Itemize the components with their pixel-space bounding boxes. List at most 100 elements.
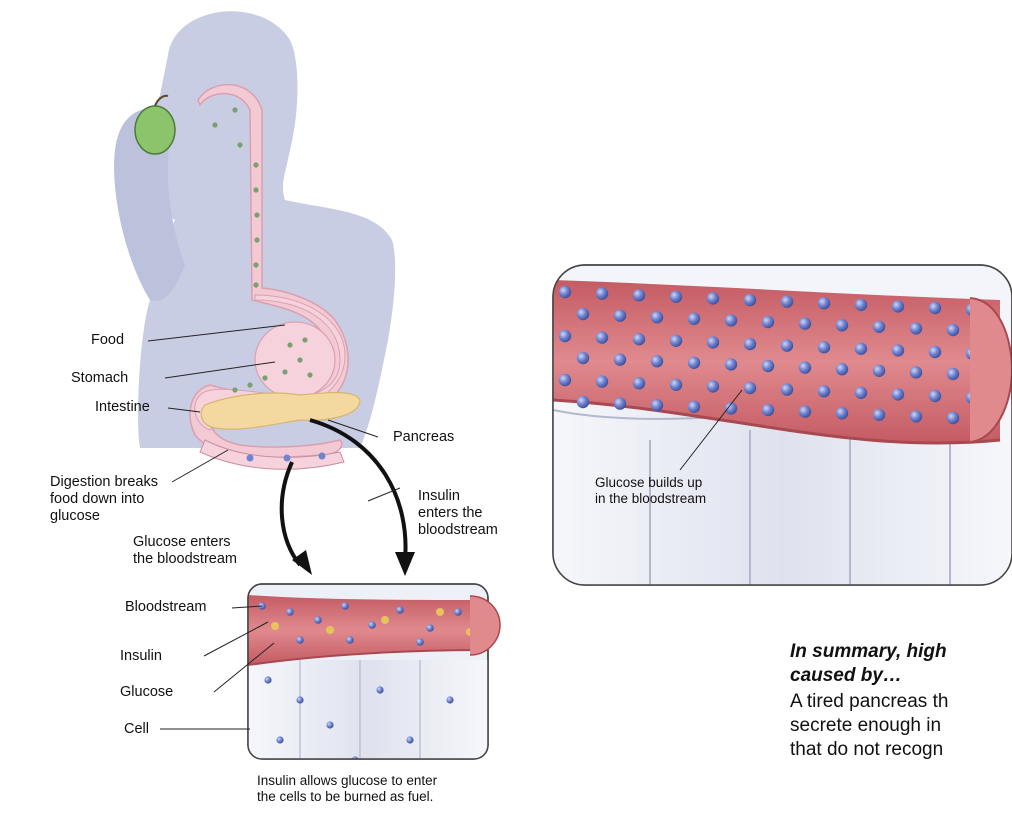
glucose-particle bbox=[577, 352, 589, 364]
glucose-in-cell bbox=[276, 736, 283, 743]
food-particle bbox=[253, 262, 258, 267]
summary-text-block: In summary, high caused by… A tired panc… bbox=[790, 640, 1012, 762]
glucose-in-cell bbox=[376, 686, 383, 693]
glucose-particle bbox=[910, 410, 922, 422]
glucose-particle bbox=[762, 360, 774, 372]
glucose-particle bbox=[596, 375, 608, 387]
summary-body: A tired pancreas th secrete enough in th… bbox=[790, 690, 1012, 762]
glucose-particle bbox=[799, 317, 811, 329]
food-particle bbox=[254, 212, 259, 217]
glucose-particle bbox=[454, 608, 462, 616]
glucose-particle bbox=[633, 289, 645, 301]
glucose-particle bbox=[836, 407, 848, 419]
glucose-particle bbox=[633, 333, 645, 345]
glucose-particle bbox=[947, 368, 959, 380]
glucose-particle bbox=[725, 358, 737, 370]
glucose-particle bbox=[929, 346, 941, 358]
glucose-particle bbox=[762, 404, 774, 416]
glucose-particle bbox=[346, 636, 354, 644]
glucose-particle bbox=[892, 388, 904, 400]
glucose-in-cell bbox=[406, 736, 413, 743]
glucose-particle bbox=[426, 624, 434, 632]
glucose-particle bbox=[577, 396, 589, 408]
glucose-particle bbox=[744, 338, 756, 350]
label-glucose-enters-1: Glucose enters bbox=[133, 534, 231, 551]
glucose-particle bbox=[296, 636, 304, 644]
glucose-particle bbox=[577, 308, 589, 320]
glucose-particle bbox=[688, 401, 700, 413]
glucose-particle bbox=[873, 409, 885, 421]
glucose-particle bbox=[670, 291, 682, 303]
glucose-particle bbox=[651, 355, 663, 367]
insulin-particle bbox=[381, 616, 389, 624]
glucose-particle bbox=[873, 321, 885, 333]
glucose-particle bbox=[781, 383, 793, 395]
label-intestine: Intestine bbox=[95, 399, 150, 416]
label-insulin-enters-2: enters the bbox=[418, 505, 483, 522]
label-digestion-2: food down into bbox=[50, 491, 144, 508]
food-particle bbox=[253, 187, 258, 192]
glucose-particle bbox=[818, 297, 830, 309]
food-particle bbox=[307, 372, 312, 377]
glucose-in-cell bbox=[296, 696, 303, 703]
label-glucose: Glucose bbox=[120, 684, 173, 701]
food-particle bbox=[253, 282, 258, 287]
food-particle bbox=[262, 375, 267, 380]
label-insulin-enters-3: bloodstream bbox=[418, 522, 498, 539]
vessel-end-small bbox=[470, 596, 500, 655]
glucose-particle bbox=[855, 299, 867, 311]
label-bloodstream: Bloodstream bbox=[125, 599, 206, 616]
glucose-particle bbox=[744, 294, 756, 306]
label-cell: Cell bbox=[124, 721, 149, 738]
glucose-particle bbox=[286, 608, 294, 616]
label-insulin: Insulin bbox=[120, 648, 162, 665]
label-glucose-builds-2: in the bloodstream bbox=[595, 490, 706, 507]
glucose-particle bbox=[707, 292, 719, 304]
glucose-particle bbox=[670, 379, 682, 391]
summary-title: In summary, high caused by… bbox=[790, 640, 1012, 688]
glucose-particle bbox=[559, 374, 571, 386]
glucose-in-cell bbox=[326, 721, 333, 728]
glucose-in-cell bbox=[446, 696, 453, 703]
glucose-particle bbox=[707, 380, 719, 392]
glucose-particle bbox=[368, 621, 376, 629]
glucose-particle bbox=[744, 382, 756, 394]
food-particle bbox=[253, 162, 258, 167]
food-particle bbox=[232, 107, 237, 112]
glucose-particle bbox=[910, 322, 922, 334]
glucose-particle bbox=[947, 412, 959, 424]
food-particle bbox=[212, 122, 217, 127]
glucose-in-cell bbox=[264, 676, 271, 683]
glucose-particle bbox=[818, 341, 830, 353]
insulin-particle bbox=[271, 622, 279, 630]
caption-normal-2: the cells to be burned as fuel. bbox=[257, 788, 433, 805]
glucose-particle bbox=[614, 309, 626, 321]
glucose-particle bbox=[651, 399, 663, 411]
glucose-particle bbox=[416, 638, 424, 646]
glucose-particle bbox=[596, 331, 608, 343]
food-particle bbox=[297, 357, 302, 362]
glucose-particle bbox=[892, 344, 904, 356]
insulin-particle bbox=[326, 626, 334, 634]
glucose-particle bbox=[818, 385, 830, 397]
insulin-particle bbox=[436, 608, 444, 616]
glucose-particle bbox=[910, 366, 922, 378]
arrow-glucose-to-bloodstream bbox=[282, 462, 312, 575]
glucose-particle bbox=[614, 397, 626, 409]
food-particle bbox=[247, 382, 252, 387]
glucose-particle bbox=[341, 602, 349, 610]
glucose-particle bbox=[929, 302, 941, 314]
glucose-particle bbox=[836, 319, 848, 331]
glucose-particle bbox=[559, 330, 571, 342]
glucose-particle bbox=[688, 357, 700, 369]
glucose-particle bbox=[688, 313, 700, 325]
glucose-particle bbox=[396, 606, 404, 614]
glucose-particle bbox=[670, 335, 682, 347]
food-particle bbox=[254, 237, 259, 242]
inset-diabetic-panel bbox=[553, 265, 1012, 590]
label-pancreas: Pancreas bbox=[393, 429, 454, 446]
glucose-in-cell bbox=[351, 756, 358, 763]
food-particle bbox=[282, 369, 287, 374]
caption-normal-1: Insulin allows glucose to enter bbox=[257, 772, 437, 789]
glucose-particle bbox=[633, 377, 645, 389]
